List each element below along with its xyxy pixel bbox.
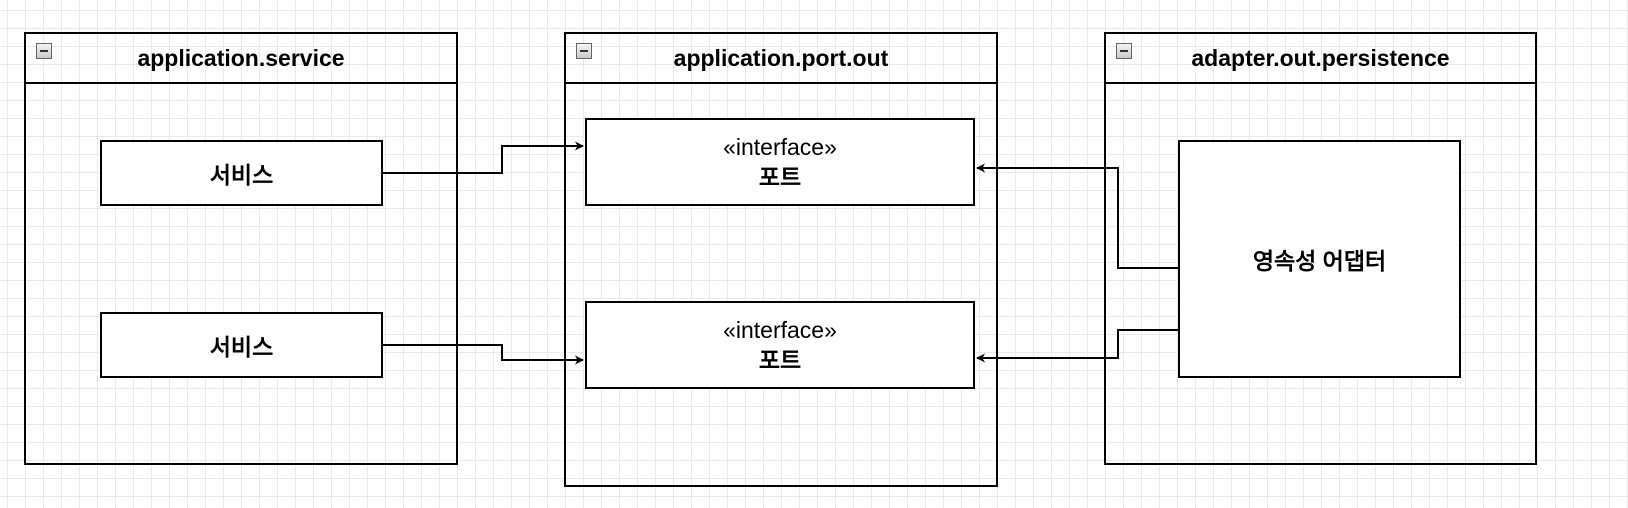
package-header: adapter.out.persistence	[1106, 34, 1535, 84]
port-interface-box[interactable]: «interface» 포트	[585, 118, 975, 206]
interface-stereotype: «interface»	[723, 317, 837, 343]
adapter-label: 영속성 어댑터	[1252, 248, 1387, 274]
service-to-port-edge[interactable]	[383, 141, 584, 174]
service-box[interactable]: 서비스	[100, 312, 383, 378]
package-adapter-out-persistence[interactable]: adapter.out.persistence	[1104, 32, 1537, 465]
package-title: adapter.out.persistence	[1191, 44, 1450, 71]
collapse-icon[interactable]	[576, 43, 592, 59]
service-label: 서비스	[209, 334, 274, 360]
persistence-adapter-box[interactable]: 영속성 어댑터	[1178, 140, 1461, 378]
interface-stereotype: «interface»	[723, 134, 837, 160]
service-label: 서비스	[209, 162, 274, 188]
adapter-to-port-edge[interactable]	[976, 163, 1178, 269]
package-header: application.port.out	[566, 34, 996, 84]
adapter-to-port-edge[interactable]	[976, 329, 1178, 363]
package-title: application.service	[137, 44, 345, 71]
package-application-port-out[interactable]: application.port.out	[564, 32, 998, 487]
collapse-icon[interactable]	[1116, 43, 1132, 59]
package-application-service[interactable]: application.service	[24, 32, 458, 465]
service-box[interactable]: 서비스	[100, 140, 383, 206]
port-label: 포트	[758, 164, 802, 190]
package-title: application.port.out	[673, 44, 889, 71]
collapse-icon[interactable]	[36, 43, 52, 59]
package-header: application.service	[26, 34, 456, 84]
port-label: 포트	[758, 347, 802, 373]
port-interface-box[interactable]: «interface» 포트	[585, 301, 975, 389]
service-to-port-edge[interactable]	[383, 344, 584, 365]
